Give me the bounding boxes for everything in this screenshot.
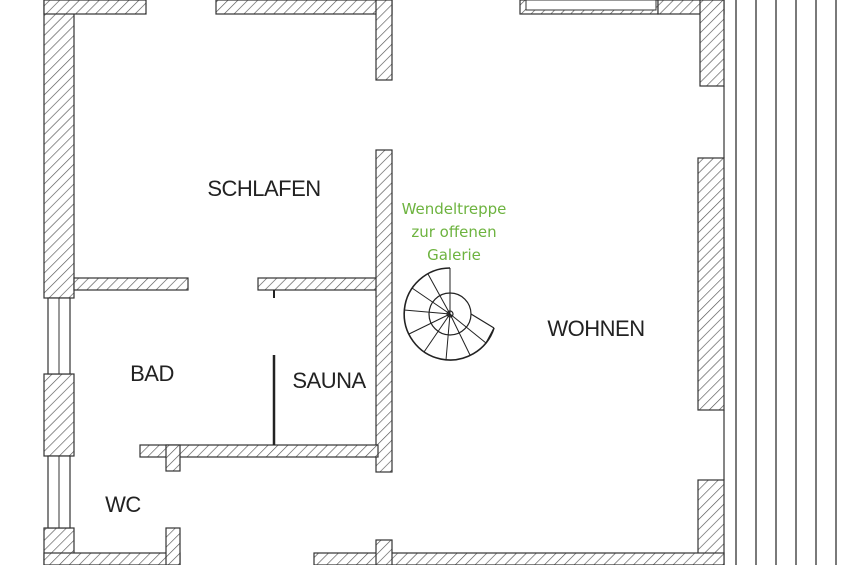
- wall-top-stub: [375, 0, 393, 81]
- window-top-right: [525, 0, 657, 11]
- stair-step: [408, 313, 451, 335]
- stair-step: [423, 313, 451, 353]
- wall-bottom-stub-left: [165, 527, 181, 565]
- wall-bad-wc-stub: [165, 444, 181, 472]
- stair-note-line-1: Wendeltreppe: [402, 200, 507, 218]
- stair-landing: [485, 327, 495, 344]
- stair-step: [427, 273, 451, 315]
- stair-step: [403, 309, 451, 315]
- wall-bad-wc: [139, 444, 379, 458]
- wall-bottom-stub-mid: [375, 539, 393, 565]
- room-label-schlafen: SCHLAFEN: [207, 176, 320, 201]
- wall-bottom-right: [313, 552, 725, 565]
- wall-left-mid: [43, 373, 75, 457]
- stair-note: Wendeltreppe zur offenen Galerie: [402, 200, 507, 264]
- wall-right-lower: [697, 479, 725, 565]
- wall-left-upper: [43, 0, 75, 299]
- room-label-wc: WC: [105, 492, 141, 517]
- wall-right-mid: [697, 157, 725, 411]
- wall-schlafen-bad-left: [73, 277, 189, 291]
- room-label-wohnen: WOHNEN: [547, 316, 644, 341]
- spiral-staircase: [403, 267, 495, 361]
- interior-walls: [73, 149, 393, 473]
- wall-schlafen-sauna: [257, 277, 379, 291]
- stair-note-line-2: zur offenen: [411, 223, 496, 241]
- wall-bottom-left: [43, 552, 181, 565]
- exterior-walls: [43, 0, 725, 565]
- stair-outline: [403, 267, 495, 361]
- stair-step: [445, 313, 451, 361]
- stair-landing-edge: [470, 313, 495, 329]
- wall-stair-vertical: [375, 149, 393, 473]
- room-label-bad: BAD: [130, 361, 174, 386]
- stair-step: [411, 287, 451, 315]
- stair-note-line-3: Galerie: [427, 246, 481, 264]
- stair-step: [449, 313, 471, 356]
- stair-step: [449, 313, 487, 344]
- room-label-sauna: SAUNA: [292, 368, 366, 393]
- wall-right-upper: [699, 0, 725, 87]
- wall-top-left: [43, 0, 147, 15]
- terrace-lines: [735, 0, 837, 565]
- wall-top-mid: [215, 0, 393, 15]
